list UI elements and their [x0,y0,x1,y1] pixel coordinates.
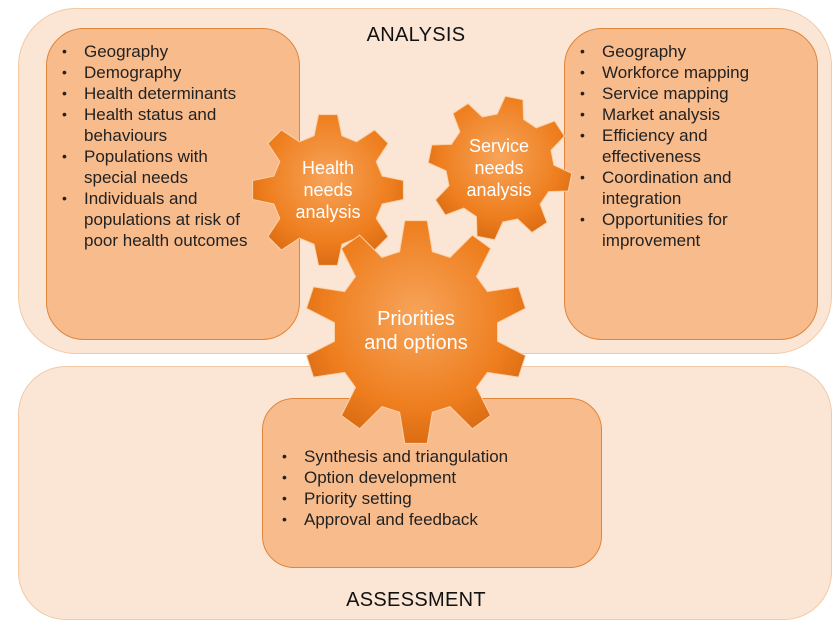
gear-label-line: needs [474,158,524,178]
analysis-title: ANALYSIS [366,24,466,46]
list-item: Demography [58,62,259,83]
gear-label-line: needs [303,180,353,200]
list-item: Approval and feedback [278,509,598,530]
gear-label-line: analysis [295,202,361,222]
assessment-title: ASSESSMENT [346,589,486,611]
list-item: Individuals and populations at risk of p… [58,188,264,251]
service-gear-icon [427,95,573,241]
list-item: Populations with special needs [58,146,234,188]
priorities-gear-label: Priorities and options [336,307,496,355]
list-item: Workforce mapping [576,62,816,83]
list-item: Coordination and integration [576,167,802,209]
list-item: Option development [278,467,598,488]
list-item: Opportunities for improvement [576,209,802,251]
list-item: Market analysis [576,104,816,125]
gear-label-line: Health [301,158,355,178]
list-item: Efficiency and effectiveness [576,125,762,167]
health-gear-icon [252,114,404,266]
gear-label-line: and options [364,332,468,354]
list-item: Synthesis and triangulation [278,446,598,467]
gear-label-line: analysis [466,180,532,200]
list-item: Geography [58,41,224,62]
gear-label-line: Priorities [377,308,455,330]
service-needs-list: Geography Workforce mapping Service mapp… [576,41,816,251]
list-item: Health determinants [58,83,314,104]
health-needs-list: Geography Demography Health determinants… [58,41,298,251]
priorities-gear-icon [305,220,527,444]
gear-label-line: Service [468,136,530,156]
list-item: Priority setting [278,488,598,509]
list-item: Health status and behaviours [58,104,259,146]
service-needs-gear-label: Service needs analysis [442,135,556,201]
list-item: Service mapping [576,83,816,104]
priorities-list: Synthesis and triangulation Option devel… [278,446,598,530]
list-item: Geography [576,41,816,62]
health-needs-gear-label: Health needs analysis [268,157,388,223]
